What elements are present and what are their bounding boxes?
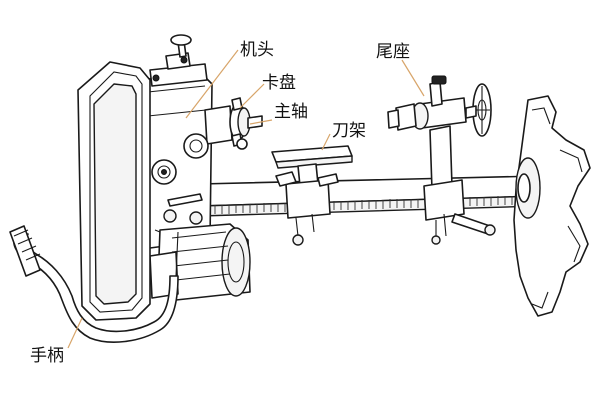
label-headstock: 机头 <box>240 40 274 60</box>
bed-rail <box>199 175 541 217</box>
label-handle: 手柄 <box>30 346 64 366</box>
leader-lines <box>67 49 425 349</box>
end-plate <box>513 95 591 317</box>
tool-rest <box>271 145 353 246</box>
front-panel <box>77 61 151 321</box>
leader-headstock <box>185 49 239 119</box>
leader-spindle <box>249 119 273 125</box>
label-spindle: 主轴 <box>274 102 308 122</box>
leader-tailstock <box>401 59 425 97</box>
motor <box>149 223 251 301</box>
leader-chuck <box>239 83 265 109</box>
label-tool-rest: 刀架 <box>332 121 366 141</box>
label-tailstock: 尾座 <box>376 42 410 62</box>
tailstock <box>387 75 496 245</box>
handle-lever <box>9 225 179 343</box>
label-chuck: 卡盘 <box>262 73 296 93</box>
leader-handle <box>67 317 83 349</box>
headstock-body <box>139 34 263 263</box>
leader-tool-rest <box>321 133 331 151</box>
